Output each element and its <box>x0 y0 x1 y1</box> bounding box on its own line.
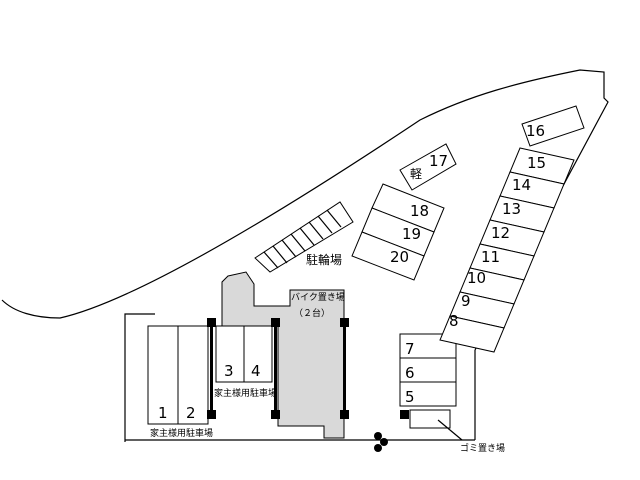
bike-parking-label: バイク置き場 <box>291 291 345 303</box>
entrance-marker <box>374 432 388 452</box>
space-2 <box>177 325 209 425</box>
space-15-number: 15 <box>527 154 546 172</box>
site-boundary-road-edge <box>1 69 609 351</box>
space-20 <box>351 231 425 281</box>
space-11-number: 11 <box>481 248 500 266</box>
space-1 <box>147 325 179 425</box>
space-5-number: 5 <box>405 388 415 406</box>
site-boundary-bottom <box>124 313 155 442</box>
bike-parking-capacity: （２台） <box>294 307 330 319</box>
space-14-number: 14 <box>512 176 531 194</box>
owner-parking-inner-label: 家主様用駐車場 <box>214 387 277 399</box>
garbage-leader-line <box>437 419 463 441</box>
space-13-number: 13 <box>502 200 521 218</box>
space-17-number: 17 <box>429 152 448 170</box>
space-8-number: 8 <box>449 312 459 330</box>
space-20-number: 20 <box>390 248 409 266</box>
space-17-kei-label: 軽 <box>410 167 422 181</box>
space-12-number: 12 <box>491 224 510 242</box>
owner-parking-outer-label: 家主様用駐車場 <box>150 427 213 439</box>
space-8 <box>439 315 505 353</box>
space-4 <box>243 325 273 383</box>
space-5 <box>399 381 457 407</box>
space-6 <box>399 357 457 383</box>
garbage-area <box>409 409 451 429</box>
space-7-number: 7 <box>405 340 415 358</box>
space-4-number: 4 <box>251 362 261 380</box>
space-1-number: 1 <box>158 404 168 422</box>
space-16-number: 16 <box>526 122 545 140</box>
space-3 <box>215 325 245 383</box>
space-17 <box>399 143 457 191</box>
space-18-number: 18 <box>410 202 429 220</box>
building-posts <box>207 318 409 419</box>
bicycle-parking-label: 駐輪場 <box>306 252 342 267</box>
space-16 <box>521 105 585 147</box>
garbage-label: ゴミ置き場 <box>460 442 505 454</box>
space-6-number: 6 <box>405 364 415 382</box>
space-19-number: 19 <box>402 225 421 243</box>
space-9-number: 9 <box>461 292 471 310</box>
space-10-number: 10 <box>467 269 486 287</box>
bicycle-parking-stripes <box>254 201 354 273</box>
space-3-number: 3 <box>224 362 234 380</box>
east-row-spaces <box>439 147 575 353</box>
space-2-number: 2 <box>186 404 196 422</box>
